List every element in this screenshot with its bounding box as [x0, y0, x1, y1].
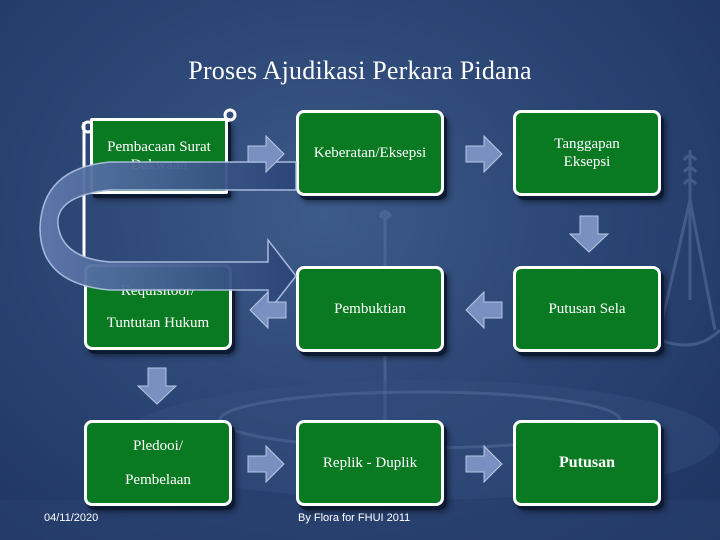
arrow-left-icon — [466, 292, 502, 328]
arrow-right-icon — [466, 136, 502, 172]
box-replik-duplik: Replik - Duplik — [296, 420, 444, 506]
box-requisitoor-tuntutan-hukum: Requisitoor/ Tuntutan Hukum — [84, 264, 232, 350]
arrow-right-icon — [466, 446, 502, 482]
box-label: Tanggapan Eksepsi — [532, 135, 642, 171]
box-label: Replik - Duplik — [323, 454, 417, 472]
box-label-line1: Pledooi/ — [133, 437, 183, 455]
box-putusan-sela: Putusan Sela — [513, 266, 661, 352]
box-pembacaan-surat-dakwaan: Pembacaan Surat Dakwaan — [90, 118, 228, 194]
box-label: Putusan Sela — [548, 300, 625, 318]
box-label-line2: Pembelaan — [125, 471, 191, 489]
box-label: Keberatan/Eksepsi — [314, 144, 426, 162]
footer-date: 04/11/2020 — [44, 512, 98, 524]
arrow-right-icon — [248, 136, 284, 172]
box-label: Putusan — [559, 453, 615, 472]
page-title: Proses Ajudikasi Perkara Pidana — [0, 56, 720, 86]
arrow-left-icon — [250, 292, 286, 328]
arrow-down-icon — [570, 216, 608, 252]
box-label: Pembacaan Surat Dakwaan — [93, 138, 225, 174]
box-pembuktian: Pembuktian — [296, 266, 444, 352]
footer-credit: By Flora for FHUI 2011 — [298, 512, 410, 524]
box-label: Pembuktian — [334, 300, 406, 318]
box-label-line1: Requisitoor/ — [121, 282, 195, 300]
arrow-down-icon — [138, 368, 176, 404]
box-label-line2: Tuntutan Hukum — [107, 314, 209, 332]
arrow-right-icon — [248, 446, 284, 482]
box-putusan: Putusan — [513, 420, 661, 506]
box-keberatan-eksepsi: Keberatan/Eksepsi — [296, 110, 444, 196]
box-pledooi-pembelaan: Pledooi/ Pembelaan — [84, 420, 232, 506]
box-tanggapan-eksepsi: Tanggapan Eksepsi — [513, 110, 661, 196]
